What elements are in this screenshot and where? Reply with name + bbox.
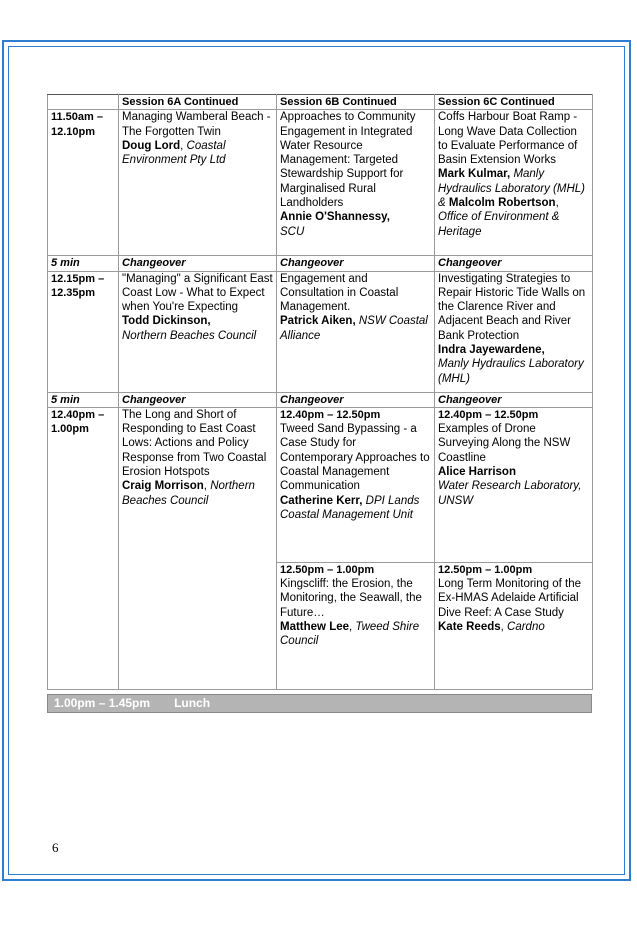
speaker-name: Craig Morrison: [122, 480, 204, 493]
sub-time: 12.40pm – 12.50pm: [438, 408, 539, 421]
lunch-time: 1.00pm – 1.45pm: [54, 696, 151, 710]
talk-title: Investigating Strategies to Repair Histo…: [438, 272, 586, 342]
speaker-name: Indra Jayewardene,: [438, 344, 545, 357]
speaker-name: Matthew Lee: [280, 621, 350, 634]
page-border: [2, 40, 631, 881]
speaker-name: Doug Lord: [122, 139, 181, 152]
speaker-org: Manly Hydraulics Laboratory (MHL): [438, 358, 584, 385]
sub-time: 12.40pm – 12.50pm: [280, 408, 381, 421]
time-cell: 11.50am – 12.10pm: [47, 109, 119, 257]
speaker-name: Patrick Aiken,: [280, 315, 356, 328]
changeover-time: 5 min: [47, 255, 119, 272]
speaker-name: Malcolm Robertson: [448, 197, 556, 210]
talk-title: Long Term Monitoring of the Ex-HMAS Adel…: [438, 578, 581, 619]
talk-title: Engagement and Consultation in Coastal M…: [280, 272, 399, 314]
header-session-6c: Session 6C Continued: [434, 93, 593, 111]
speaker-org: Office of Environment & Heritage: [438, 211, 560, 238]
talk-title: Coffs Harbour Boat Ramp - Long Wave Data…: [438, 111, 578, 167]
talk-cell: 12.40pm – 12.50pm Examples of Drone Surv…: [434, 406, 593, 563]
sub-time: 12.50pm – 1.00pm: [280, 563, 375, 576]
speaker-org: SCU: [280, 225, 305, 238]
page-number: 6: [52, 840, 59, 855]
speaker-org: DPI Lands Coastal Management Unit: [280, 494, 420, 521]
changeover-label: Changeover: [434, 255, 593, 272]
speaker-org: Cardno: [507, 621, 545, 634]
lunch-label: Lunch: [174, 696, 211, 710]
talk-cell: Coffs Harbour Boat Ramp - Long Wave Data…: [434, 109, 593, 257]
table-row: 12.50pm – 1.00pm Kingscliff: the Erosion…: [48, 561, 593, 690]
talk-cell: 12.50pm – 1.00pm Kingscliff: the Erosion…: [276, 561, 435, 690]
speaker-org: Water Research Laboratory, UNSW: [438, 480, 582, 507]
speaker-org: Manly Hydraulics Laboratory (MHL) &: [438, 168, 585, 210]
speaker-name: Catherine Kerr,: [280, 494, 363, 507]
changeover-label: Changeover: [434, 391, 593, 408]
table-row: 12.15pm – 12.35pm "Managing" a Significa…: [47, 270, 593, 393]
changeover-label: Changeover: [118, 255, 277, 272]
talk-cell: The Long and Short of Responding to East…: [118, 406, 277, 690]
lunch-bar: 1.00pm – 1.45pm Lunch: [47, 694, 592, 713]
speaker-name: Annie O'Shannessy,: [280, 211, 390, 224]
talk-title: Tweed Sand Bypassing - a Case Study for …: [280, 423, 430, 493]
sub-time: 12.50pm – 1.00pm: [438, 563, 533, 576]
speaker-name: Mark Kulmar,: [438, 168, 511, 181]
speaker-name: Todd Dickinson,: [122, 315, 211, 328]
speaker-org: NSW Coastal Alliance: [280, 315, 428, 342]
changeover-row: 5 min Changeover Changeover Changeover: [47, 255, 593, 272]
talk-title: Examples of Drone Surveying Along the NS…: [438, 423, 571, 464]
speaker-name: Kate Reeds: [438, 621, 501, 634]
speaker-org: Tweed Shire Council: [280, 621, 420, 648]
talk-cell: Engagement and Consultation in Coastal M…: [276, 270, 435, 393]
speaker-org: Coastal Environment Pty Ltd: [122, 139, 226, 167]
talk-title: "Managing" a Significant East Coast Low …: [122, 272, 273, 314]
changeover-row: 5 min Changeover Changeover Changeover: [47, 391, 593, 408]
talk-cell: 12.50pm – 1.00pm Long Term Monitoring of…: [434, 561, 593, 690]
changeover-label: Changeover: [276, 255, 435, 272]
table-row: 12.40pm – 1.00pm The Long and Short of R…: [47, 406, 593, 690]
header-row: Session 6A Continued Session 6B Continue…: [47, 93, 593, 111]
table-row: 11.50am – 12.10pm Managing Wamberal Beac…: [47, 109, 593, 257]
speaker-org: Northern Beaches Council: [122, 329, 257, 342]
changeover-time: 5 min: [47, 391, 119, 408]
talk-title: Managing Wamberal Beach - The Forgotten …: [122, 111, 271, 138]
speaker-org: Northern Beaches Council: [122, 480, 255, 507]
header-session-6a: Session 6A Continued: [118, 93, 277, 111]
program-table: Session 6A Continued Session 6B Continue…: [47, 93, 593, 690]
header-session-6b: Session 6B Continued: [276, 93, 435, 111]
changeover-label: Changeover: [118, 391, 277, 408]
time-cell: 12.40pm – 1.00pm: [47, 406, 119, 690]
talk-title: Kingscliff: the Erosion, the Monitoring,…: [280, 578, 422, 619]
time-cell: 12.15pm – 12.35pm: [47, 270, 119, 393]
talk-cell: Managing Wamberal Beach - The Forgotten …: [118, 109, 277, 257]
page-border-inner: [8, 46, 625, 875]
header-time: [47, 93, 119, 111]
speaker-name: Alice Harrison: [438, 466, 516, 479]
talk-cell: Investigating Strategies to Repair Histo…: [434, 270, 593, 393]
talk-title: Approaches to Community Engagement in In…: [280, 111, 416, 210]
talk-cell: "Managing" a Significant East Coast Low …: [118, 270, 277, 393]
talk-cell: Approaches to Community Engagement in In…: [276, 109, 435, 257]
talk-cell: 12.40pm – 12.50pm Tweed Sand Bypassing -…: [276, 406, 435, 563]
talk-title: The Long and Short of Responding to East…: [122, 408, 267, 479]
changeover-label: Changeover: [276, 391, 435, 408]
